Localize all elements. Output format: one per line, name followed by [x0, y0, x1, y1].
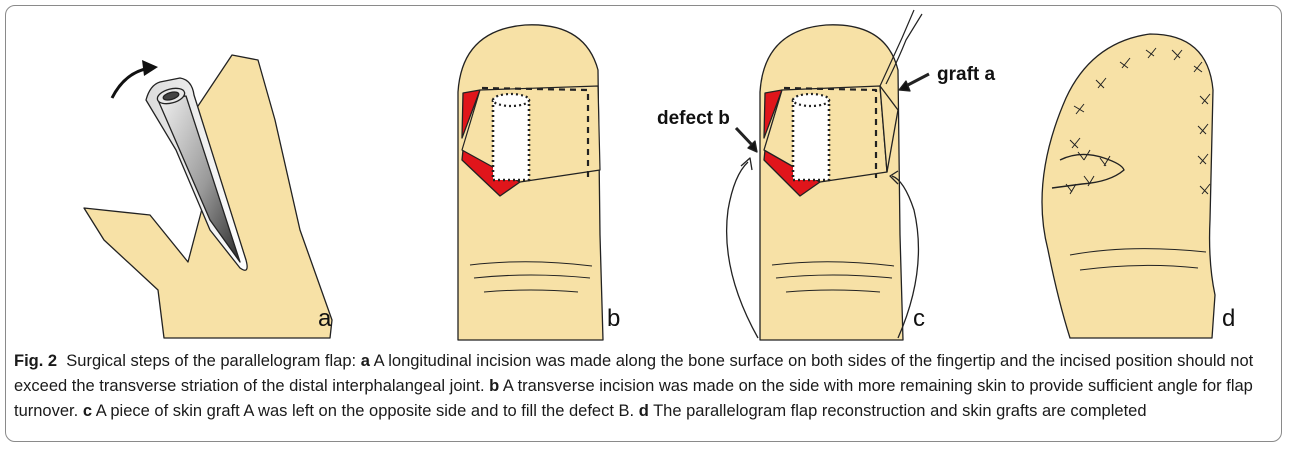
panel-a-drawing	[84, 55, 332, 338]
caption-intro: Surgical steps of the parallelogram flap…	[66, 352, 356, 370]
step-key-c: c	[83, 402, 92, 420]
figure-number: Fig. 2	[14, 352, 57, 370]
panel-b-drawing	[458, 25, 603, 340]
panel-d-drawing	[1042, 34, 1215, 338]
panel-c-drawing	[727, 10, 929, 340]
step-key-d: d	[639, 402, 649, 420]
panel-label-c: c	[913, 307, 925, 331]
panel-label-b: b	[607, 307, 620, 331]
step-key-a: a	[361, 352, 370, 370]
panel-label-d: d	[1222, 307, 1235, 331]
step-text-d: The parallelogram flap reconstruction an…	[653, 402, 1146, 420]
surgical-illustration: defect b graft a	[0, 0, 1290, 345]
figure-caption: Fig. 2 Surgical steps of the parallelogr…	[14, 349, 1269, 424]
panel-label-a: a	[318, 307, 331, 331]
graft-label: graft a	[937, 64, 996, 85]
step-key-b: b	[489, 377, 499, 395]
defect-label: defect b	[657, 108, 730, 129]
step-text-c: A piece of skin graft A was left on the …	[96, 402, 634, 420]
